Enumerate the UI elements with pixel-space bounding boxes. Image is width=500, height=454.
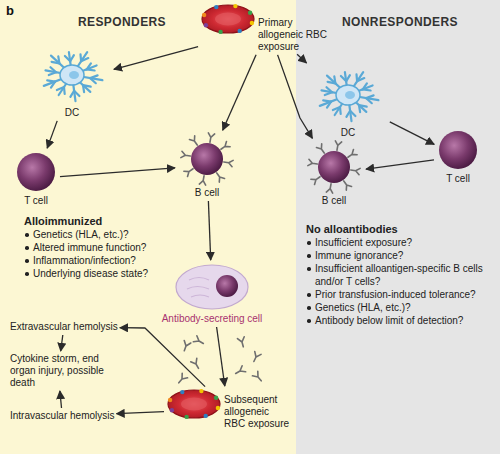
arrow-connector (61, 335, 63, 351)
rbc-illustration (166, 388, 222, 420)
t-cell: T cell (14, 150, 58, 207)
dendritic-cell-illustration (32, 42, 112, 106)
cell-picture (32, 42, 112, 106)
bullet-item: Underlying disease state? (24, 267, 176, 280)
t-cell: T cell (436, 128, 480, 185)
arrow-connector (117, 412, 165, 414)
b-cell: B cell (177, 132, 237, 199)
bullet-item: Insufficient alloantigen-specific B cell… (306, 262, 494, 288)
cell-label: T cell (446, 173, 470, 185)
cell-picture (147, 262, 277, 312)
cell-picture (200, 3, 256, 35)
bullet-item: Inflammation/infection? (24, 254, 176, 267)
arrow-connector (390, 122, 434, 145)
panel-heading: RESPONDERS (78, 15, 166, 29)
list-heading: No alloantibodies (306, 222, 494, 236)
rbc-illustration (200, 3, 256, 35)
responder-factors: AlloimmunizedGenetics (HLA, etc.)?Altere… (24, 214, 176, 280)
bullet-item: Insufficient exposure? (306, 236, 494, 249)
bullet-item: Genetics (HLA, etc.)? (24, 228, 176, 241)
cell-picture (304, 140, 364, 194)
outcome-text: Extravascular hemolysis (10, 321, 118, 333)
cell-label: Primary allogeneic RBC exposure (258, 17, 336, 53)
bullet-item: Immune ignorance? (306, 249, 494, 262)
nonresponder-factors: No alloantibodiesInsufficient exposure?I… (306, 222, 494, 327)
b-cell-illustration (177, 132, 237, 186)
arrow-connector (217, 327, 225, 386)
b-cell: B cell (304, 140, 364, 207)
cell-label: B cell (195, 187, 219, 199)
bullet-item: Prior transfusion-induced tolerance? (306, 288, 494, 301)
cell-label: Intravascular hemolysis (10, 410, 114, 422)
cell-picture (14, 150, 58, 194)
outcome-text: Intravascular hemolysis (10, 410, 114, 422)
antibody-secreting-cell: Antibody-secreting cell (147, 262, 277, 325)
arrow-connector (120, 328, 205, 387)
t-cell-illustration (436, 128, 480, 172)
bullet-item: Genetics (HLA, etc.)? (306, 301, 494, 314)
cell-picture (308, 62, 388, 126)
arrow-connector (60, 391, 62, 408)
arrow-connector (114, 47, 198, 70)
bullet-item: Antibody below limit of detection? (306, 314, 494, 327)
arrow-connector (47, 121, 57, 148)
arrow-connector (208, 201, 210, 260)
t-cell-illustration (14, 150, 58, 194)
arrow-connector (278, 55, 313, 138)
cell-label: Extravascular hemolysis (10, 321, 118, 333)
primary-rbc: Primary allogeneic RBC exposure (200, 3, 336, 53)
dendritic-cell: DC (308, 62, 388, 139)
dendritic-cell: DC (32, 42, 112, 119)
cell-label: T cell (24, 195, 48, 207)
cell-label: Antibody-secreting cell (162, 313, 263, 325)
subsequent-rbc: Subsequent allogeneic RBC exposure (166, 388, 290, 430)
cell-picture (177, 132, 237, 186)
panel-letter: b (6, 3, 14, 18)
arrow-connector (60, 168, 175, 177)
arrow-connector (366, 160, 434, 169)
list-heading: Alloimmunized (24, 214, 176, 228)
panel-heading: NONRESPONDERS (342, 15, 458, 29)
cell-label: B cell (322, 195, 346, 207)
cell-label: DC (65, 107, 79, 119)
cell-label: Subsequent allogeneic RBC exposure (224, 394, 290, 430)
cell-label: DC (341, 127, 355, 139)
cell-label: Cytokine storm, end organ injury, possib… (10, 353, 106, 389)
arrow-connector (297, 54, 306, 63)
outcome-text: Cytokine storm, end organ injury, possib… (10, 353, 106, 389)
dendritic-cell-illustration (308, 62, 388, 126)
cell-picture (166, 388, 222, 420)
cell-picture (436, 128, 480, 172)
arrow-connector (223, 55, 256, 130)
bullet-item: Altered immune function? (24, 241, 176, 254)
b-cell-illustration (304, 140, 364, 194)
antibody-secreting-cell-illustration (147, 262, 277, 312)
